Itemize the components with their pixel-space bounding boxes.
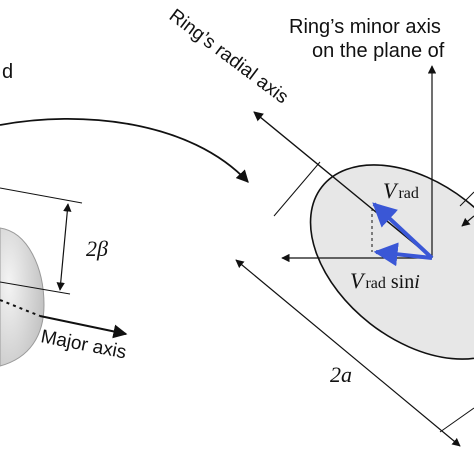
- left-sphere: [0, 227, 45, 367]
- boundary-line-top-right: [459, 191, 474, 207]
- radial-axis-arrow: [253, 111, 433, 259]
- major-axis-arrow: [39, 315, 128, 339]
- label-v-rad-sini-i: i: [414, 271, 420, 293]
- label-top-left-fragment: d: [2, 61, 13, 83]
- v-rad-sini-arrow: [373, 242, 433, 267]
- two-a-dimension-arrow: [235, 259, 461, 447]
- ring-ellipse: [309, 164, 474, 360]
- label-radial-axis: Ring’s radial axis: [165, 5, 292, 108]
- beta-dimension-arrow: [56, 203, 72, 291]
- label-v-rad-main: V: [383, 178, 399, 203]
- beta-bottom-tick: [0, 281, 71, 295]
- label-v-rad-sini-tail: sin: [386, 271, 414, 293]
- v-rad-arrow: [372, 202, 434, 260]
- beta-top-tick: [0, 187, 83, 204]
- label-minor-axis-line1: Ring’s minor axis: [289, 16, 441, 38]
- sphere-dotted-line: [0, 299, 41, 317]
- label-v-rad-sini-main: V: [350, 268, 366, 293]
- label-v-rad-sini-sub: rad: [365, 275, 385, 292]
- label-v-rad-sub: rad: [398, 185, 418, 202]
- two-a-tick-lower: [439, 407, 474, 433]
- boundary-line-top: [273, 161, 321, 217]
- inner-right-arrow: [461, 215, 474, 227]
- connecting-curved-arrow: [0, 118, 249, 183]
- label-two-a: 2a: [330, 362, 352, 387]
- label-two-beta: 2β: [86, 236, 108, 261]
- label-minor-axis-line2: on the plane of: [312, 40, 445, 62]
